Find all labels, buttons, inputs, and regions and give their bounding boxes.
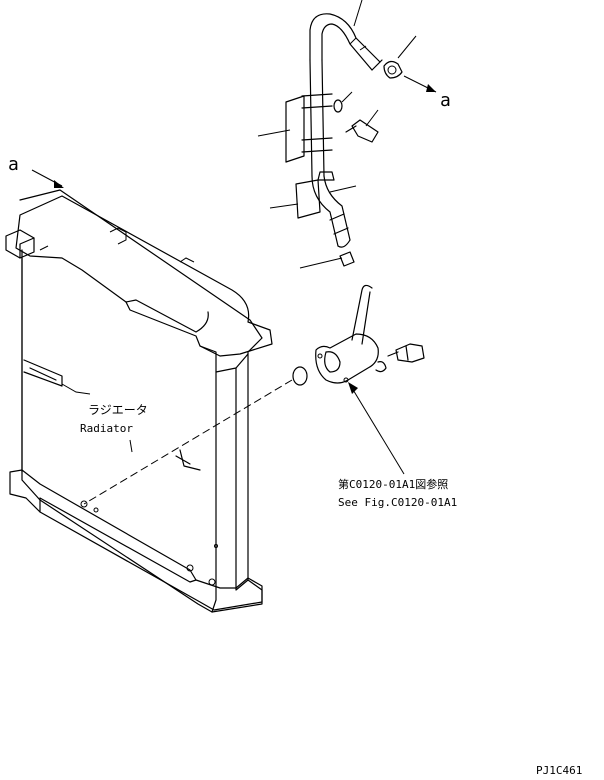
radiator bbox=[5, 189, 273, 613]
drawing-code: PJ1C461 bbox=[536, 764, 582, 777]
reference-label-jp: 第C0120-01A1図参照 bbox=[338, 477, 448, 491]
hose-assembly bbox=[285, 13, 425, 386]
radiator-label-en: Radiator bbox=[80, 422, 133, 435]
leader-lines bbox=[31, 0, 437, 505]
radiator-label-jp: ラジエータ bbox=[88, 403, 148, 417]
reference-label-en: See Fig.C0120-01A1 bbox=[338, 496, 457, 509]
marker-a-right: a bbox=[440, 90, 451, 111]
marker-a-left: a bbox=[8, 154, 19, 175]
